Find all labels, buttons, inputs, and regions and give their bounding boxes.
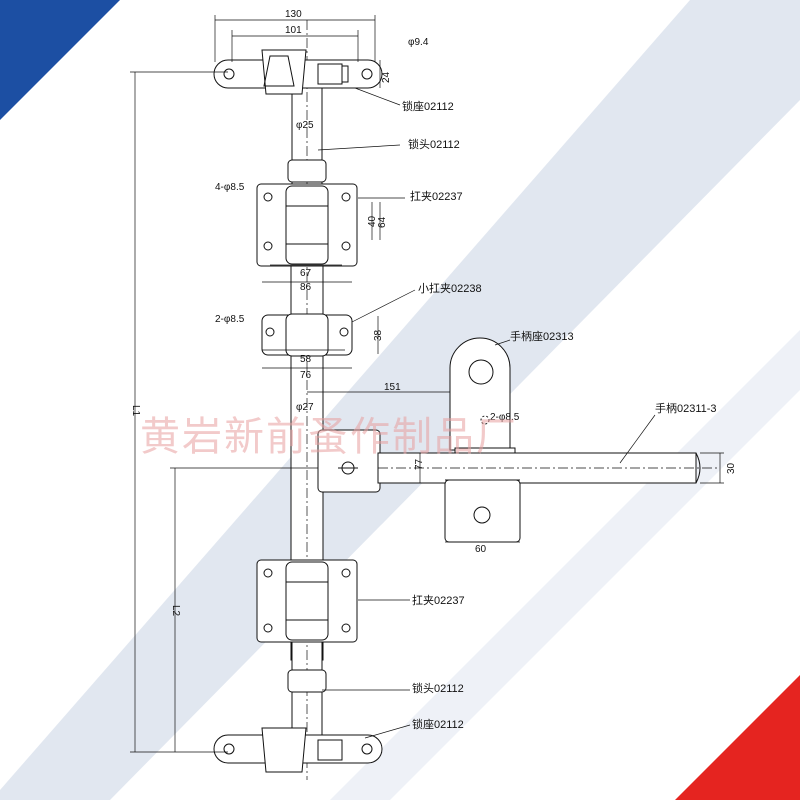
dim-76: 76	[300, 370, 312, 381]
label-handle-seat: 手柄座02313	[510, 329, 574, 343]
dim-40: 40	[367, 215, 378, 227]
dim-60: 60	[475, 544, 487, 555]
dimension-lines	[130, 15, 724, 753]
dim-rod-phi27: φ27	[296, 402, 314, 413]
dim-38: 38	[373, 329, 384, 341]
label-handle: 手柄02311-3	[655, 401, 717, 415]
small-bar-clamp	[261, 313, 353, 357]
dim-24: 24	[381, 71, 392, 83]
label-lock-head-top: 锁头02112	[408, 137, 460, 151]
dim-64: 64	[377, 216, 388, 228]
dim-L1: L1	[130, 405, 141, 417]
label-lock-seat-bottom: 锁座02112	[412, 717, 464, 731]
dim-67: 67	[300, 268, 312, 279]
watermark-text: 黄岩新前蚤作制品厂	[140, 414, 518, 460]
lock-head-top	[287, 159, 327, 183]
dim-151: 151	[384, 382, 401, 393]
bar-clamp-bottom	[256, 559, 358, 643]
dim-58: 58	[300, 354, 312, 365]
dim-2-phi85-handle: 2-φ8.5	[490, 412, 520, 423]
dim-hole-phi94: φ9.4	[408, 37, 429, 48]
label-lock-head-bottom: 锁头02112	[412, 681, 464, 695]
lock-seat-bottom	[213, 727, 383, 773]
handle-bar	[377, 452, 720, 484]
dim-130: 130	[285, 9, 302, 20]
dim-2-phi85: 2-φ8.5	[215, 314, 245, 325]
label-small-bar-clamp: 小扛夹02238	[418, 282, 482, 295]
lock-seat-top	[213, 49, 383, 95]
leader-lines	[317, 87, 656, 739]
dim-30: 30	[726, 462, 737, 474]
label-bar-clamp-top: 扛夹02237	[410, 190, 463, 203]
dim-rod-phi25: φ25	[296, 120, 314, 131]
dim-4-phi85: 4-φ8.5	[215, 182, 245, 193]
corner-red-triangle	[675, 675, 800, 800]
corner-blue-triangle	[0, 0, 120, 120]
diagonal-stripe-lower	[330, 330, 800, 800]
dim-86: 86	[300, 282, 312, 293]
handle-lower-bracket	[444, 479, 521, 543]
dim-77: 77	[414, 458, 425, 470]
bar-clamp-top	[256, 183, 358, 267]
label-bar-clamp-bottom: 扛夹02237	[412, 594, 465, 607]
label-lock-seat-top: 锁座02112	[402, 99, 454, 113]
dim-101: 101	[285, 25, 302, 36]
lock-head-bottom	[287, 669, 327, 693]
dim-L2: L2	[170, 605, 181, 617]
